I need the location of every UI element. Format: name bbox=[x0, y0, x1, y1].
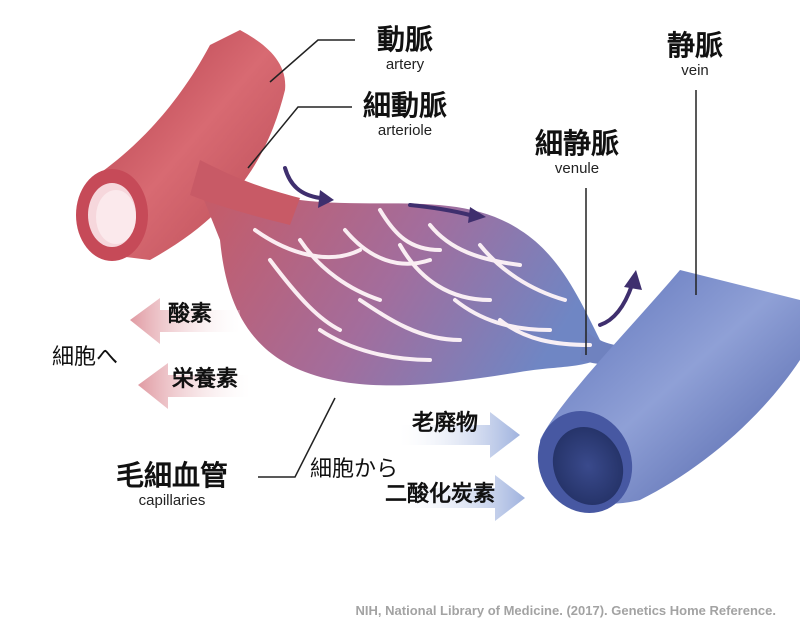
arteriole-label: 細動脈 arteriole bbox=[345, 89, 465, 140]
to-cells-item-nutrients: 栄養素 bbox=[172, 367, 239, 392]
vein-label-en: vein bbox=[681, 62, 709, 79]
to-cells-caption: 細胞へ bbox=[52, 345, 119, 370]
arteriole-label-en: arteriole bbox=[377, 122, 433, 139]
from-cells-arrows bbox=[400, 412, 525, 521]
flow-arrows bbox=[283, 166, 634, 327]
artery-label-en: artery bbox=[385, 56, 425, 73]
vein-label: 静脈 vein bbox=[645, 29, 745, 80]
capillaries-label-jp: 毛細血管 bbox=[115, 459, 228, 492]
from-cells-item-co2: 二酸化炭素 bbox=[385, 482, 496, 507]
source-credit: NIH, National Library of Medicine. (2017… bbox=[355, 603, 776, 618]
venule-label-en: venule bbox=[554, 160, 600, 177]
vein-label-jp: 静脈 bbox=[666, 29, 723, 62]
venule-label: 細静脈 venule bbox=[522, 127, 632, 178]
leader-lines bbox=[247, 39, 697, 478]
venule-label-jp: 細静脈 bbox=[534, 127, 619, 160]
to-cells-arrows bbox=[130, 298, 250, 409]
artery-label: 動脈 artery bbox=[355, 23, 455, 74]
from-cells-caption: 細胞から bbox=[310, 457, 399, 482]
from-cells-item-waste: 老廃物 bbox=[412, 411, 479, 436]
arteriole-label-jp: 細動脈 bbox=[362, 89, 447, 122]
capillary-bed bbox=[200, 183, 615, 386]
capillaries-label: 毛細血管 capillaries bbox=[92, 459, 252, 510]
capillaries-label-en: capillaries bbox=[138, 492, 206, 509]
capillary-network bbox=[253, 208, 592, 362]
artery-label-jp: 動脈 bbox=[376, 23, 433, 56]
to-cells-item-oxygen: 酸素 bbox=[168, 302, 213, 327]
